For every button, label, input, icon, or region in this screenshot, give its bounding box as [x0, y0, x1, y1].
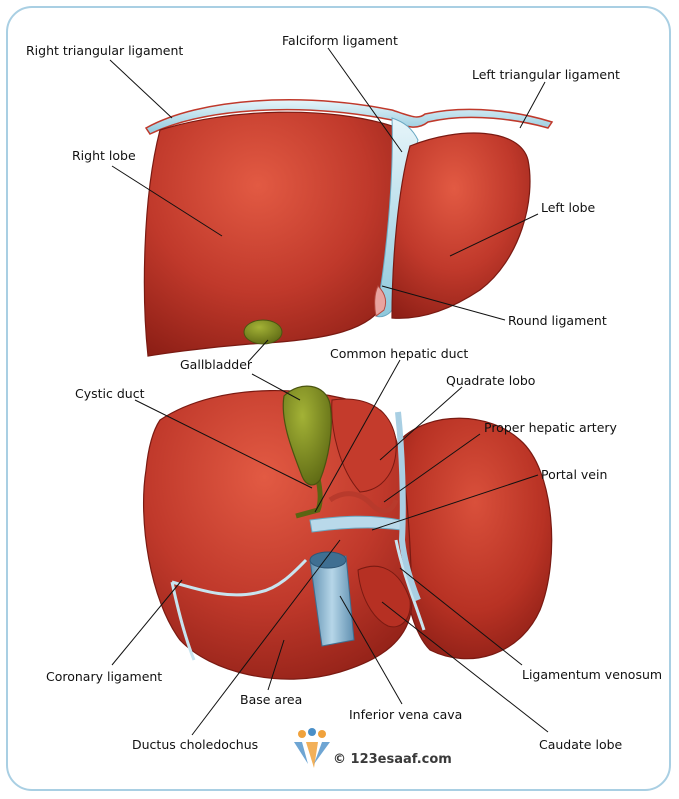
label-right-triangular-ligament: Right triangular ligament [26, 43, 184, 58]
round-ligament-shape [374, 285, 387, 317]
ligamentum-venosum-shape [394, 539, 426, 631]
border-frame [6, 6, 671, 791]
label-ductus-choledochus: Ductus choledochus [132, 737, 259, 752]
label-round-ligament: Round ligament [508, 313, 607, 328]
label-cystic-duct: Cystic duct [75, 386, 145, 401]
label-base-area: Base area [240, 692, 303, 707]
inferior-vena-cava-shape [309, 551, 355, 647]
label-falciform-ligament: Falciform ligament [282, 33, 398, 48]
caudate-lobe-shape [357, 565, 411, 628]
quadrate-lobe-shape [331, 398, 397, 493]
label-coronary-ligament: Coronary ligament [46, 669, 163, 684]
label-ligamentum-venosum: Ligamentum venosum [522, 667, 663, 682]
vertical-vessel-shape [395, 411, 421, 602]
top-ligament-band [144, 99, 554, 135]
label-caudate-lobe: Caudate lobe [539, 737, 623, 752]
leader-lines [109, 47, 549, 736]
watermark-logo [294, 728, 330, 768]
label-quadrate-lobo: Quadrate lobo [446, 373, 536, 388]
label-left-triangular-ligament: Left triangular ligament [472, 67, 620, 82]
label-portal-vein: Portal vein [541, 467, 608, 482]
right-lobe-shape [143, 111, 397, 357]
label-right-lobe: Right lobe [72, 148, 136, 163]
label-proper-hepatic-artery: Proper hepatic artery [484, 420, 617, 435]
proper-hepatic-artery-shape [328, 491, 399, 514]
gallbladder-tip-shape [243, 319, 283, 345]
watermark-text: © 123esaaf.com [333, 752, 452, 767]
label-left-lobe: Left lobe [541, 200, 596, 215]
left-lobe-shape [391, 132, 531, 319]
label-common-hepatic-duct: Common hepatic duct [330, 346, 469, 361]
label-gallbladder: Gallbladder [180, 357, 253, 372]
label-inferior-vena-cava: Inferior vena cava [349, 707, 463, 722]
gallbladder-shape [282, 385, 332, 486]
